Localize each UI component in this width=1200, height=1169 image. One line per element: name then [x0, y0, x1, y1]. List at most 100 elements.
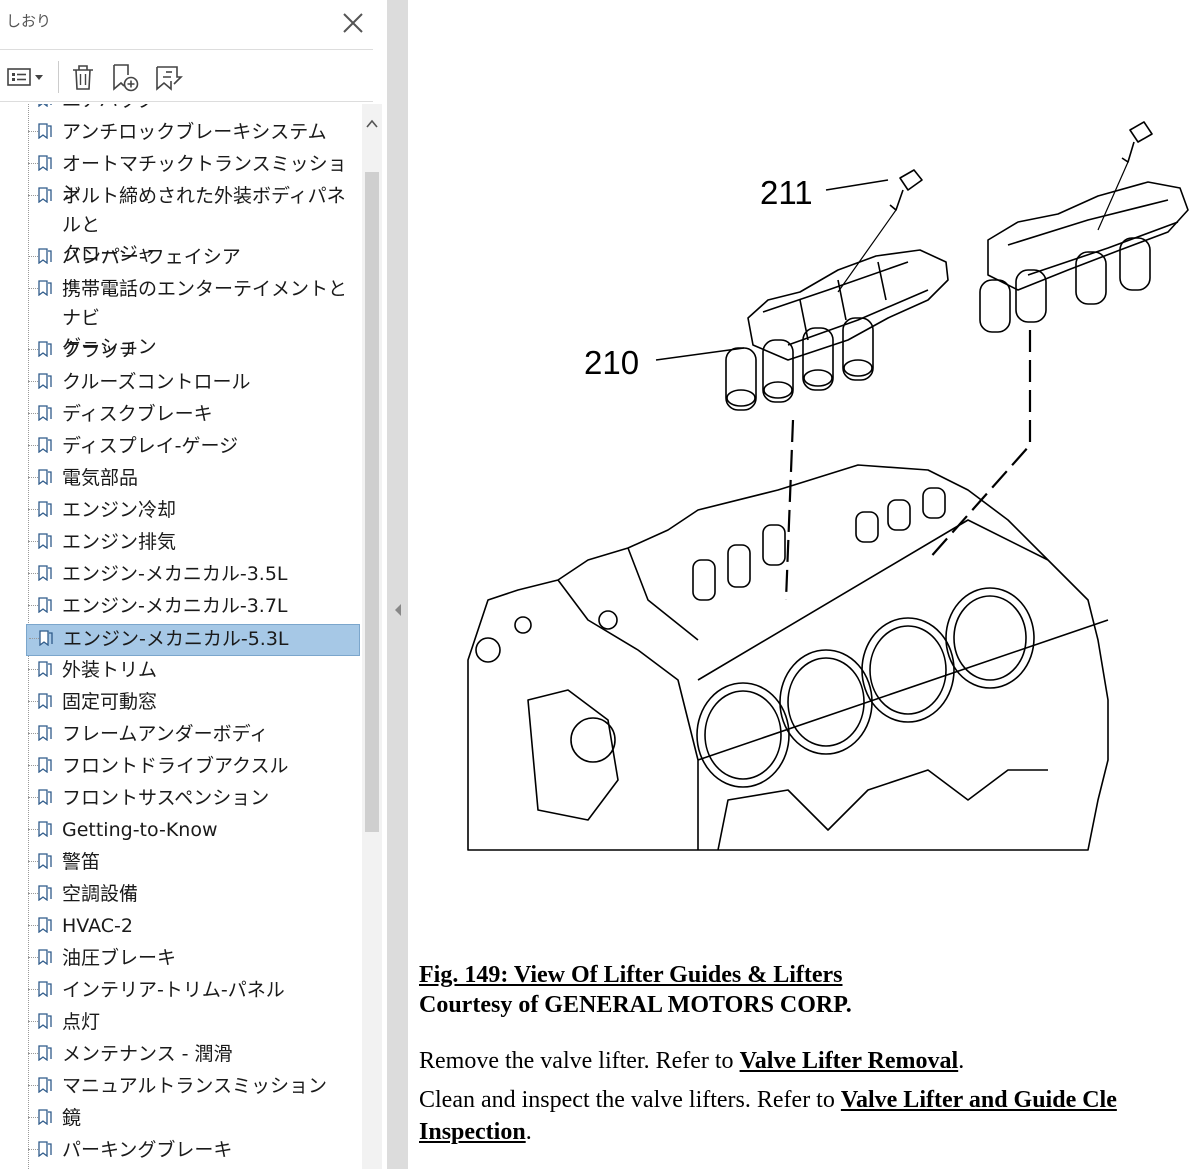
bookmark-item[interactable]: 警笛 — [26, 848, 360, 880]
bookmark-icon — [38, 1013, 52, 1030]
bookmark-item[interactable]: メンテナンス - 潤滑 — [26, 1040, 360, 1072]
bookmark-item[interactable]: 鏡 — [26, 1104, 360, 1136]
valve-lifter-removal-link[interactable]: Valve Lifter Removal — [739, 1048, 959, 1074]
bookmark-icon — [38, 341, 52, 358]
bookmark-icon — [38, 533, 52, 550]
bookmark-label: エンジン-メカニカル-3.5L — [62, 563, 288, 585]
callout-211: 211 — [760, 174, 813, 211]
document-page: 211 210 Fig. 149: View Of Lifter Guides … — [408, 0, 1200, 1169]
bookmark-item[interactable]: アンチロックブレーキシステム — [26, 118, 360, 150]
tree-connector — [28, 957, 38, 958]
close-icon[interactable] — [339, 9, 367, 37]
bookmark-label: 携帯電話のエンターテイメントとナビ ゲーション — [62, 278, 348, 358]
bookmark-item[interactable]: ディスクブレーキ — [26, 400, 360, 432]
bookmark-item[interactable]: エンジン-メカニカル-3.7L — [26, 592, 360, 624]
bookmark-icon — [38, 155, 52, 172]
bookmark-label: 固定可動窓 — [62, 691, 158, 713]
bookmark-icon — [38, 501, 52, 518]
scrollbar-thumb[interactable] — [365, 172, 379, 832]
bookmark-item[interactable]: エンジン-メカニカル-5.3L — [26, 624, 360, 656]
tree-connector — [28, 1085, 38, 1086]
tree-connector — [28, 829, 38, 830]
bookmark-icon — [38, 757, 52, 774]
bookmark-label: ディスプレイ-ゲージ — [62, 435, 239, 457]
divider — [0, 49, 373, 50]
bookmark-item[interactable]: クルーズコントロール — [26, 368, 360, 400]
bookmark-item[interactable]: フロントドライブアクスル — [26, 752, 360, 784]
bookmark-item[interactable]: エアバッグ — [26, 104, 360, 118]
bookmark-icon — [38, 1077, 52, 1094]
bookmark-item[interactable]: インテリア-トリム-パネル — [26, 976, 360, 1008]
bookmark-label: エンジン-メカニカル-3.7L — [62, 595, 288, 617]
bookmark-item[interactable]: フレームアンダーボディ — [26, 720, 360, 752]
tree-connector — [28, 925, 38, 926]
bookmark-icon — [38, 565, 52, 582]
bookmark-item[interactable]: フロントサスペンション — [26, 784, 360, 816]
inspection-link[interactable]: Inspection — [419, 1119, 526, 1145]
engine-block-illustration — [467, 121, 1189, 851]
tree-connector — [28, 733, 38, 734]
bookmark-item[interactable]: 電気部品 — [26, 464, 360, 496]
bookmark-item[interactable]: ボルト締めされた外装ボディパネルと クロージャ — [26, 182, 360, 265]
tree-connector — [28, 1053, 38, 1054]
bookmark-item[interactable]: 点灯 — [26, 1008, 360, 1040]
bookmark-item[interactable]: Getting-to-Know — [26, 816, 360, 848]
tree-connector — [28, 893, 38, 894]
bookmark-item[interactable]: オートマチックトランスミッション — [26, 150, 360, 204]
paragraph-end: . — [958, 1048, 965, 1074]
scroll-up-icon[interactable] — [362, 112, 382, 134]
tree-connector — [28, 861, 38, 862]
bookmark-item[interactable]: 油圧ブレーキ — [26, 944, 360, 976]
bookmark-item[interactable]: 携帯電話のエンターテイメントとナビ ゲーション — [26, 275, 360, 358]
bookmark-item[interactable]: クラッチ — [26, 336, 360, 368]
panel-splitter[interactable] — [387, 0, 408, 1169]
bookmark-item[interactable]: ディスプレイ-ゲージ — [26, 432, 360, 464]
bookmark-item[interactable]: 固定可動窓 — [26, 688, 360, 720]
tree-connector — [28, 509, 38, 510]
tree-connector — [28, 256, 38, 257]
paragraph: Clean and inspect the valve lifters. Ref… — [419, 1087, 1117, 1114]
bookmark-label: フロントサスペンション — [62, 787, 270, 809]
tree-connector — [28, 349, 38, 350]
valve-lifter-guide-cleaning-link[interactable]: Valve Lifter and Guide Cle — [840, 1087, 1117, 1113]
tree-connector — [28, 541, 38, 542]
toolbar-divider — [58, 61, 59, 93]
bookmark-icon — [38, 981, 52, 998]
bookmark-tree: エアバッグアンチロックブレーキシステムオートマチックトランスミッションボルト締め… — [0, 104, 362, 1169]
collapse-arrow-icon[interactable] — [394, 602, 402, 618]
tree-connector — [28, 797, 38, 798]
tree-connector — [28, 573, 38, 574]
bookmark-icon — [38, 280, 52, 297]
bookmark-label: オートマチックトランスミッション — [62, 153, 347, 204]
delete-bookmark-icon[interactable] — [68, 61, 98, 93]
options-menu-icon[interactable] — [6, 61, 46, 93]
bookmark-item[interactable]: エンジン排気 — [26, 528, 360, 560]
bookmark-label: エアバッグ — [62, 104, 358, 115]
new-bookmark-icon[interactable] — [108, 61, 142, 93]
tree-connector — [28, 669, 38, 670]
bookmark-icon — [38, 123, 52, 140]
bookmark-item[interactable]: バンパー-フェイシア — [26, 243, 360, 275]
tree-connector — [28, 131, 38, 132]
bookmarks-panel: しおり — [0, 0, 387, 1169]
bookmark-label: ディスクブレーキ — [62, 403, 213, 425]
bookmark-item[interactable]: マニュアルトランスミッション — [26, 1072, 360, 1104]
paragraph-text: Remove the valve lifter. Refer to — [419, 1048, 740, 1074]
bookmark-item[interactable]: HVAC-2 — [26, 912, 360, 944]
bookmark-icon — [38, 187, 52, 204]
bookmark-item[interactable]: 空調設備 — [26, 880, 360, 912]
tree-connector — [28, 605, 38, 606]
expand-bookmark-icon[interactable] — [150, 61, 186, 93]
bookmark-label: 油圧ブレーキ — [62, 947, 177, 969]
bookmark-label: クラッチ — [62, 339, 139, 361]
bookmark-icon — [38, 661, 52, 678]
bookmark-item[interactable]: エンジン-メカニカル-3.5L — [26, 560, 360, 592]
bookmark-icon — [38, 949, 52, 966]
tree-connector — [28, 989, 38, 990]
bookmark-item[interactable]: 外装トリム — [26, 656, 360, 688]
bookmark-item[interactable]: エンジン冷却 — [26, 496, 360, 528]
paragraph: Remove the valve lifter. Refer to Valve … — [419, 1048, 964, 1075]
bookmark-label: 鏡 — [62, 1107, 82, 1129]
bookmark-item[interactable]: パーキングブレーキ — [26, 1136, 360, 1168]
bookmark-label: ボルト締めされた外装ボディパネルと クロージャ — [62, 185, 346, 265]
